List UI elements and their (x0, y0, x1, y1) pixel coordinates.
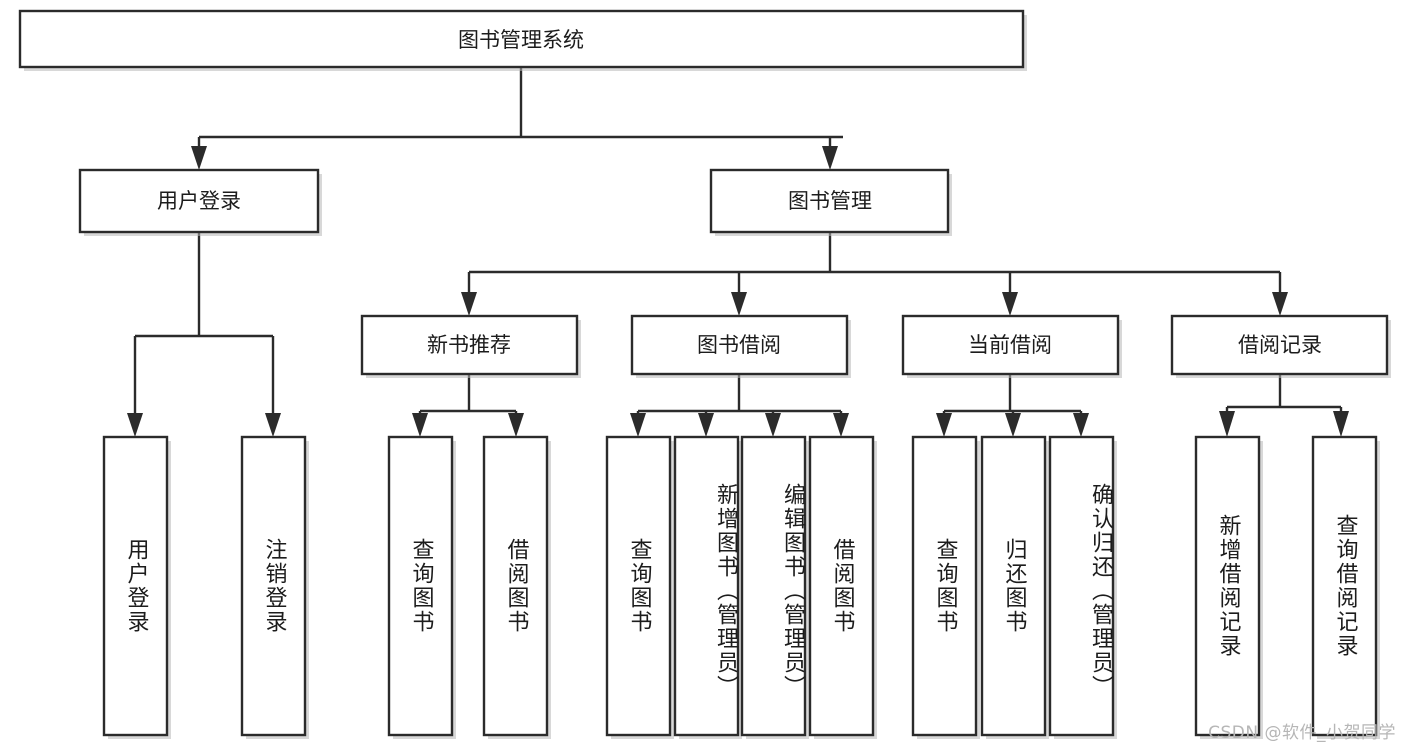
node-user-login-box[interactable] (78, 168, 320, 234)
leaf-box-borrow-book-2[interactable] (808, 435, 875, 737)
arrow-bb-to-leaf-1 (630, 413, 646, 437)
arrow-nbr-to-leaf-1 (412, 413, 428, 437)
node-root-system[interactable]: 图书管理系统 (18, 9, 1027, 71)
leaf-box-return-book[interactable] (980, 435, 1047, 737)
arrow-cb-to-leaf-3 (1073, 413, 1089, 437)
node-root-label: 图书管理系统 (458, 28, 584, 52)
leaf-box-add-book[interactable] (673, 435, 740, 737)
node-new-book-rec-label: 新书推荐 (427, 333, 511, 357)
node-borrow-record-box[interactable] (1170, 314, 1389, 376)
node-current-borrow[interactable]: 当前借阅 (901, 314, 1122, 378)
arrow-bb-to-leaf-3 (765, 413, 781, 437)
arrow-cb-to-leaf-1 (936, 413, 952, 437)
leaf-box-query-book-2[interactable] (605, 435, 672, 737)
arrow-bm-to-borrow-record (1272, 292, 1288, 316)
node-current-borrow-box[interactable] (901, 314, 1120, 376)
arrow-bb-to-leaf-4 (833, 413, 849, 437)
leaf-box-layer (102, 435, 1380, 739)
arrow-ul-to-leaf-2 (265, 413, 281, 437)
arrow-bm-to-book-borrow (731, 292, 747, 316)
arrow-cb-to-leaf-2 (1005, 413, 1021, 437)
arrow-br-to-leaf-2 (1333, 411, 1349, 437)
arrow-root-to-user-login (191, 146, 207, 170)
csdn-watermark: CSDN @软件_小贺同学 (1208, 723, 1396, 743)
leaf-box-add-record[interactable] (1194, 435, 1261, 737)
leaf-box-borrow-book-1[interactable] (482, 435, 549, 737)
arrow-root-to-book-manage (822, 146, 838, 170)
node-root-box[interactable] (18, 9, 1025, 69)
leaf-box-query-record[interactable] (1311, 435, 1378, 737)
node-book-borrow-box[interactable] (630, 314, 849, 376)
node-borrow-record-label: 借阅记录 (1238, 333, 1322, 357)
arrow-ul-to-leaf-1 (127, 413, 143, 437)
arrow-bm-to-new-book-rec (461, 292, 477, 316)
leaf-box-user-logout[interactable] (240, 435, 307, 737)
leaf-box-user-login[interactable] (102, 435, 169, 737)
node-book-manage-label: 图书管理 (788, 189, 872, 213)
node-book-manage[interactable]: 图书管理 (709, 168, 952, 236)
arrow-bm-to-current-borrow (1002, 292, 1018, 316)
node-borrow-record[interactable]: 借阅记录 (1170, 314, 1391, 378)
arrow-bb-to-leaf-2 (698, 413, 714, 437)
arrow-nbr-to-leaf-2 (508, 413, 524, 437)
leaf-box-query-book-3[interactable] (911, 435, 978, 737)
node-user-login-label: 用户登录 (157, 189, 241, 213)
node-new-book-rec[interactable]: 新书推荐 (360, 314, 581, 378)
node-new-book-rec-box[interactable] (360, 314, 579, 376)
leaf-box-confirm-return[interactable] (1048, 435, 1115, 737)
arrow-br-to-leaf-1 (1219, 411, 1235, 437)
node-current-borrow-label: 当前借阅 (968, 333, 1052, 357)
node-book-manage-box[interactable] (709, 168, 950, 234)
node-book-borrow-label: 图书借阅 (697, 333, 781, 357)
leaf-box-query-book-1[interactable] (387, 435, 454, 737)
connector-layer (127, 67, 1349, 437)
node-book-borrow[interactable]: 图书借阅 (630, 314, 851, 378)
node-user-login[interactable]: 用户登录 (78, 168, 322, 236)
leaf-box-edit-book[interactable] (740, 435, 807, 737)
